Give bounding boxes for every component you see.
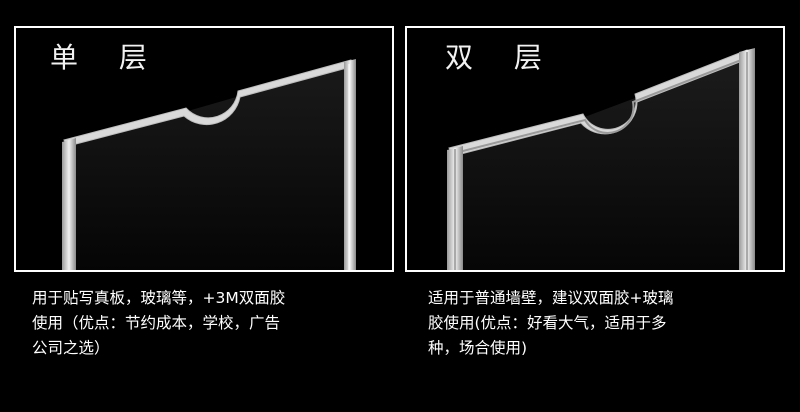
description-line: 种，场合使用) xyxy=(428,339,528,357)
double-layer-title: 双 层 xyxy=(445,41,558,74)
single-layer-title: 单 层 xyxy=(50,41,163,74)
description-line: 公司之选） xyxy=(32,339,110,357)
description-line: 胶使用(优点：好看大气，适用于多 xyxy=(428,314,667,332)
double-layer-holder-image xyxy=(447,48,755,270)
double-layer-description: 适用于普通墙壁，建议双面胶+玻璃 胶使用(优点：好看大气，适用于多 种，场合使用… xyxy=(428,286,788,361)
single-layer-panel: 单 层 xyxy=(14,26,394,272)
single-layer-description: 用于贴写真板，玻璃等，+3M双面胶 使用（优点：节约成本，学校，广告 公司之选） xyxy=(32,286,392,361)
double-layer-panel: 双 层 xyxy=(405,26,785,272)
description-line: 适用于普通墙壁，建议双面胶+玻璃 xyxy=(428,289,674,307)
description-line: 使用（优点：节约成本，学校，广告 xyxy=(32,314,281,332)
description-line: 用于贴写真板，玻璃等，+3M双面胶 xyxy=(32,289,286,307)
single-layer-holder-image xyxy=(62,59,356,270)
